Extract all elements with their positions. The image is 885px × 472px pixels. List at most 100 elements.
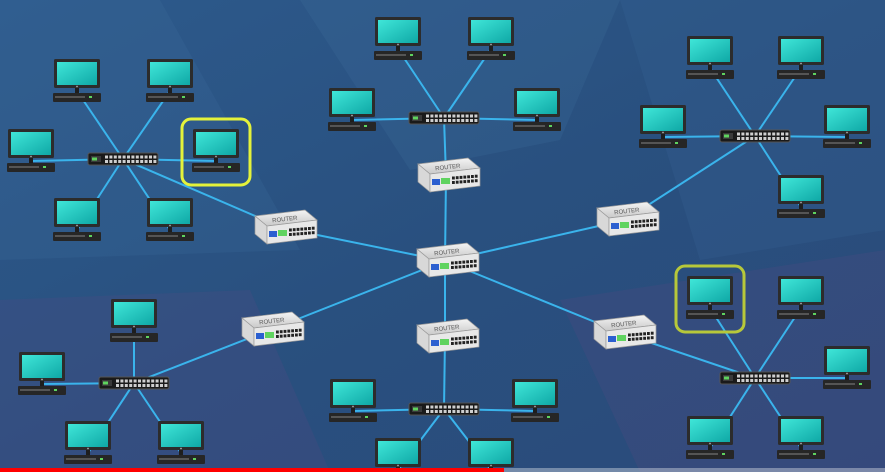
video-progress-fill[interactable] <box>0 468 505 472</box>
computer-icon[interactable] <box>777 276 825 319</box>
computer-icon[interactable] <box>777 36 825 79</box>
power-led <box>490 464 492 467</box>
switch-port <box>448 405 451 409</box>
activity-led <box>364 125 367 127</box>
drive-slot <box>513 416 543 418</box>
monitor-stand <box>708 65 712 70</box>
computer-icon[interactable] <box>146 59 194 102</box>
drive-slot <box>688 73 718 75</box>
router-port <box>287 334 291 338</box>
router-icon[interactable]: ROUTER <box>254 209 318 245</box>
router-icon[interactable]: ROUTER <box>417 157 481 193</box>
computer-icon[interactable] <box>110 299 158 342</box>
switch-port <box>737 132 740 136</box>
computer-icon[interactable] <box>53 198 101 241</box>
computer-icon[interactable] <box>467 438 515 472</box>
switch-port <box>138 379 141 383</box>
switch-port <box>155 384 159 387</box>
switch-icon[interactable] <box>719 371 791 385</box>
switch-port <box>785 379 789 382</box>
switch-port <box>146 379 150 383</box>
computer-icon[interactable] <box>157 421 205 464</box>
computer-icon[interactable] <box>777 175 825 218</box>
computer-icon[interactable] <box>146 198 194 241</box>
monitor-stand <box>75 88 79 93</box>
switch-port <box>439 119 443 122</box>
switch-port <box>754 374 758 378</box>
computer-icon[interactable] <box>686 276 734 319</box>
monitor-stand <box>533 408 537 413</box>
computer-icon[interactable] <box>7 129 55 172</box>
switch-port <box>439 405 443 409</box>
router-port <box>634 224 638 228</box>
monitor-screen <box>690 279 730 302</box>
router-icon[interactable]: ROUTER <box>593 314 657 350</box>
activity-led <box>859 142 862 144</box>
router-port <box>467 175 470 179</box>
computer-icon[interactable] <box>328 88 376 131</box>
switch-port <box>443 119 447 122</box>
switch-port <box>118 160 122 163</box>
computer-icon[interactable] <box>639 105 687 148</box>
highlights <box>180 117 746 334</box>
computer-icon[interactable] <box>18 352 66 395</box>
computer-icon[interactable] <box>686 36 734 79</box>
computer-icon[interactable] <box>64 421 112 464</box>
switch-port <box>430 405 434 409</box>
router-port <box>646 223 649 227</box>
router-icon[interactable]: ROUTER <box>596 201 660 237</box>
router-label: ROUTER <box>611 321 637 330</box>
switch-icon[interactable] <box>408 111 480 125</box>
computer-icon[interactable] <box>823 105 871 148</box>
computer-icon[interactable] <box>374 438 422 472</box>
switch-icon[interactable] <box>98 376 170 390</box>
router-port <box>470 264 473 268</box>
computer-icon[interactable] <box>823 346 871 389</box>
router-port <box>646 219 649 223</box>
activity-led <box>813 453 816 455</box>
switch-icon[interactable] <box>408 402 480 416</box>
video-progress-track[interactable] <box>0 468 885 472</box>
router-port <box>296 227 300 231</box>
switch-icon[interactable] <box>87 152 159 166</box>
switch-port <box>105 155 108 159</box>
activity-led <box>182 235 185 237</box>
link-computer-23 <box>709 307 756 379</box>
router-port <box>643 336 646 340</box>
router-icon[interactable]: ROUTER <box>241 311 305 347</box>
switches <box>87 111 791 416</box>
switch-port <box>120 384 124 387</box>
computer-icon[interactable] <box>511 379 559 422</box>
router-icon[interactable]: ROUTER <box>416 318 480 354</box>
router-port <box>462 336 466 340</box>
monitor-stand <box>396 46 400 51</box>
computer-icon[interactable] <box>329 379 377 422</box>
router-port <box>458 260 462 264</box>
switch-port <box>767 137 771 140</box>
switch-port <box>470 119 473 122</box>
computer-icon[interactable] <box>53 59 101 102</box>
router-led-panel <box>620 222 629 228</box>
computer-icon[interactable] <box>374 17 422 60</box>
computer-icon[interactable] <box>467 17 515 60</box>
computer-icon[interactable] <box>513 88 561 131</box>
power-led <box>41 378 43 381</box>
activity-led <box>365 416 368 418</box>
computer-icon[interactable] <box>777 416 825 459</box>
router-port <box>650 223 653 227</box>
computer-icon[interactable] <box>686 416 734 459</box>
activity-led <box>859 383 862 385</box>
switch-port <box>138 384 141 387</box>
router-port <box>642 219 646 223</box>
link-computer-24 <box>754 307 802 379</box>
computer-icon[interactable] <box>192 129 240 172</box>
monitor-stand <box>799 65 803 70</box>
monitor-stand <box>489 46 493 51</box>
router-port <box>631 333 635 337</box>
switch-icon[interactable] <box>719 129 791 143</box>
switch-port <box>737 379 740 382</box>
monitor-screen <box>11 132 51 155</box>
router-icon[interactable]: ROUTER <box>416 242 480 278</box>
power-led <box>215 155 217 158</box>
router-label: ROUTER <box>272 216 298 225</box>
